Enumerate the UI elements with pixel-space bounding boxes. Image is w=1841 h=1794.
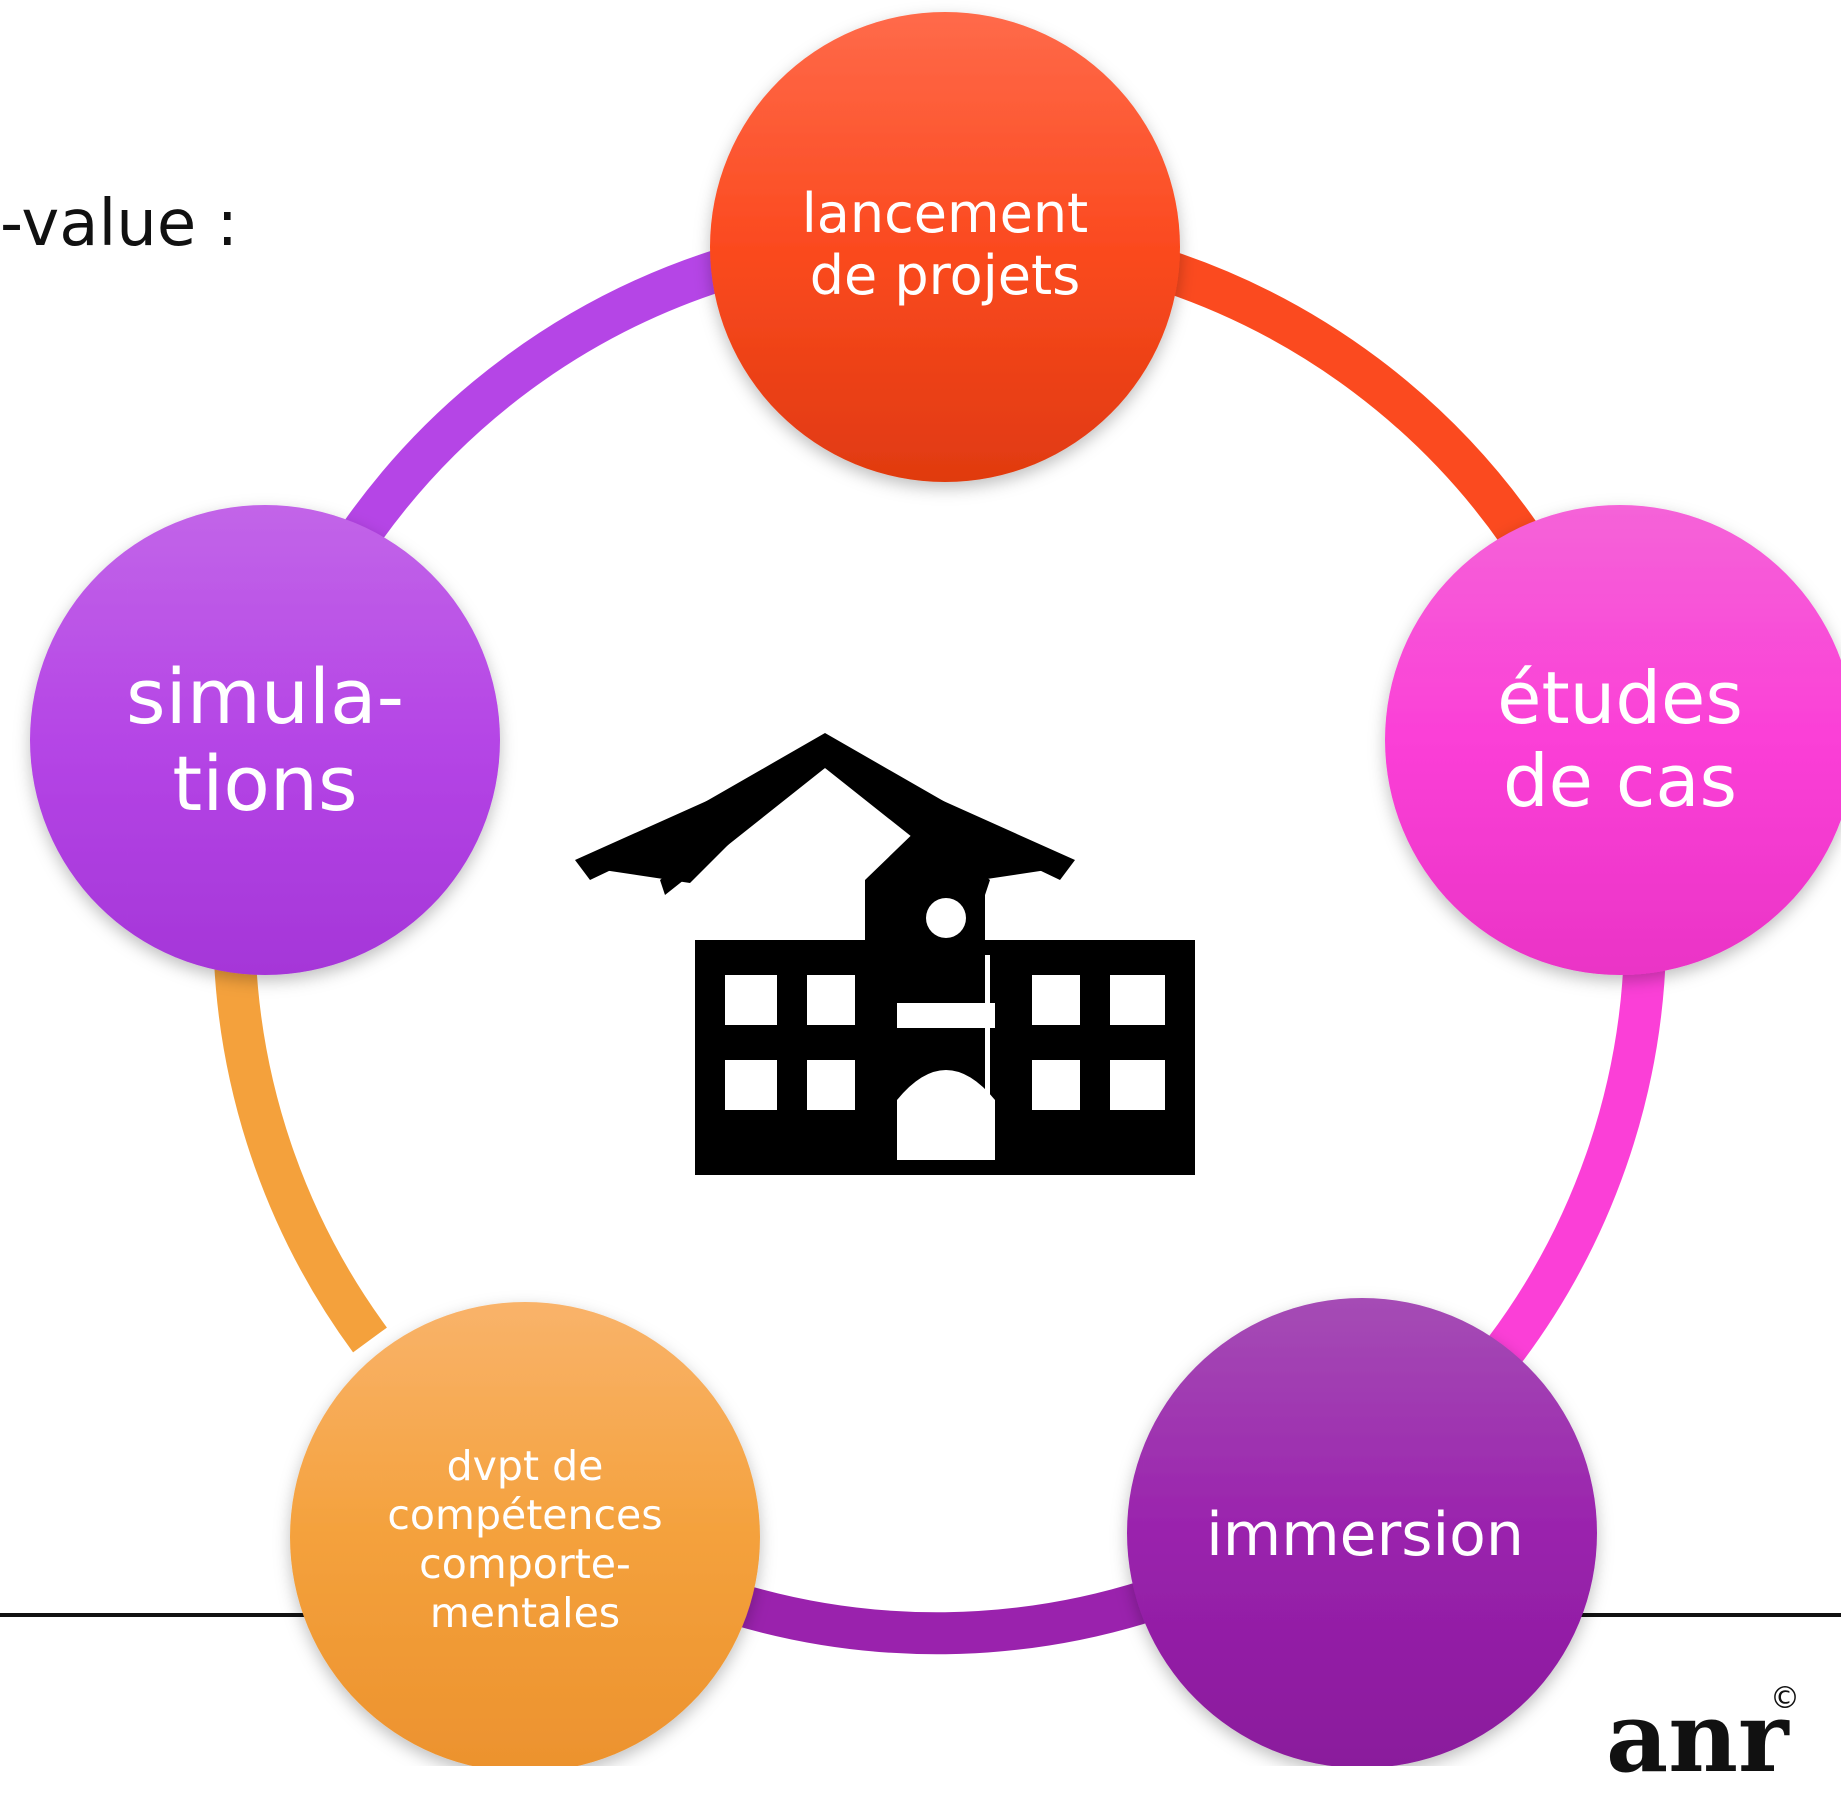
node-label-simulations: simula- tions [125, 651, 405, 828]
arc-top-to-right [1163, 252, 1538, 548]
arc-right-to-bottom-right [1488, 949, 1666, 1363]
node-label-immersion: immersion [1206, 1500, 1524, 1570]
arc-bottom-right-to-bottom-left [734, 1579, 1157, 1655]
arc-bottom-left-to-left [214, 958, 387, 1353]
anr-logo: anr [1606, 1681, 1789, 1794]
node-circle-simulations [30, 505, 500, 975]
node-label-lancement: lancement de projets [801, 181, 1089, 307]
node-label-etudes: études de cas [1497, 656, 1743, 823]
anr-logo-mark: © [1770, 1681, 1800, 1716]
node-circle-dvpt [290, 1302, 760, 1766]
arc-left-to-top [342, 250, 727, 548]
school-building-details [725, 898, 1165, 1175]
node-circle-immersion [1127, 1298, 1597, 1766]
node-label-dvpt: dvpt de compétences comporte- mentales [387, 1441, 663, 1638]
node-circle-lancement [710, 12, 1180, 482]
node-circle-etudes [1385, 505, 1841, 975]
slide-heading: -value : [0, 187, 239, 261]
